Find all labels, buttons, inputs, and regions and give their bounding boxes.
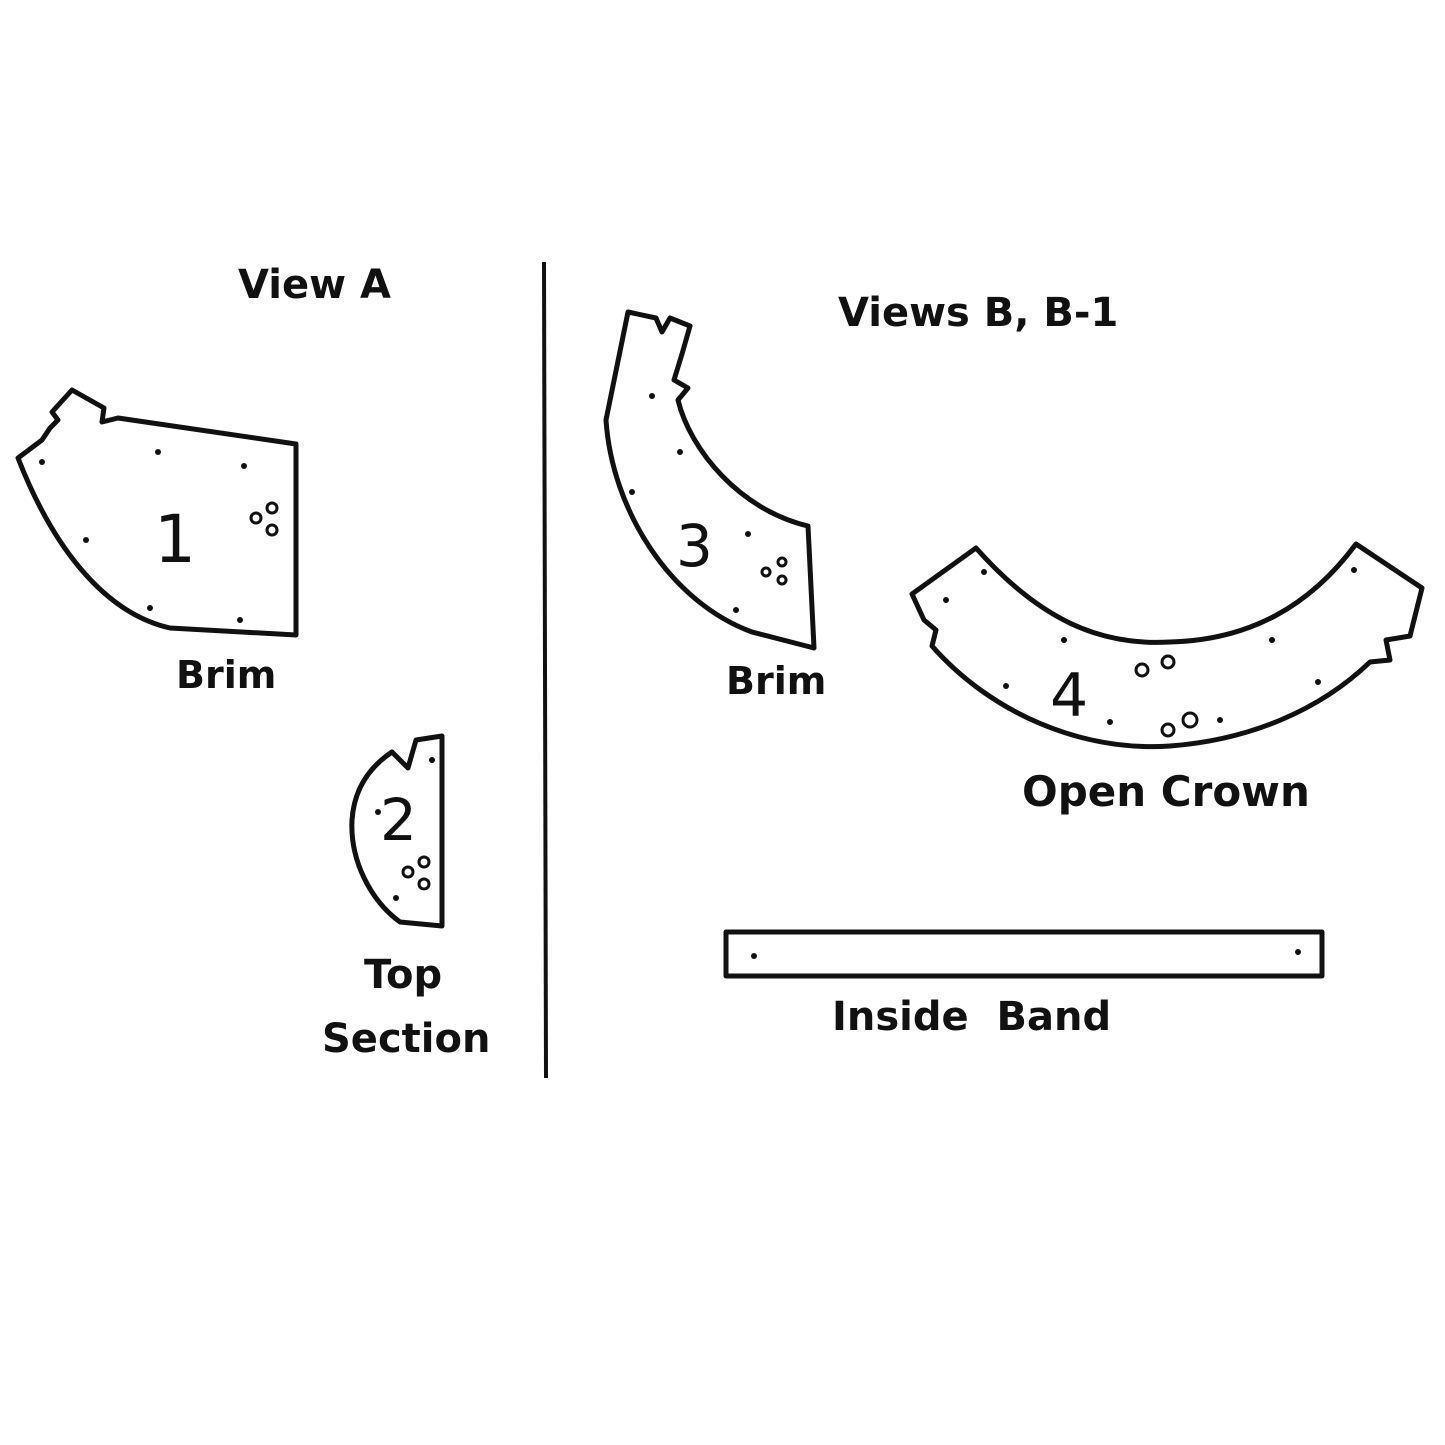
view-a-heading: View A [238, 262, 391, 308]
inside-band-piece [723, 929, 1325, 979]
piece-3-brim: 3 [603, 309, 817, 651]
piece-3-label: Brim [726, 659, 826, 703]
inside-band-label: Inside Band [832, 994, 1111, 1040]
piece-2-label-line2: Section [322, 1016, 490, 1062]
piece-1-number: 1 [154, 501, 196, 578]
piece-1-label: Brim [176, 653, 276, 697]
piece-2-number: 2 [380, 786, 417, 854]
piece-3-number: 3 [676, 512, 713, 580]
piece-2-label-line1: Top [364, 952, 442, 998]
section-divider [542, 261, 548, 1079]
view-b-heading: Views B, B-1 [838, 290, 1118, 336]
piece-4-label: Open Crown [1022, 767, 1310, 816]
piece-1-brim: 1 [15, 387, 299, 638]
piece-4-number: 4 [1050, 661, 1088, 731]
piece-4-open-crown: 4 [909, 541, 1425, 750]
piece-2-top-section: 2 [349, 733, 445, 929]
